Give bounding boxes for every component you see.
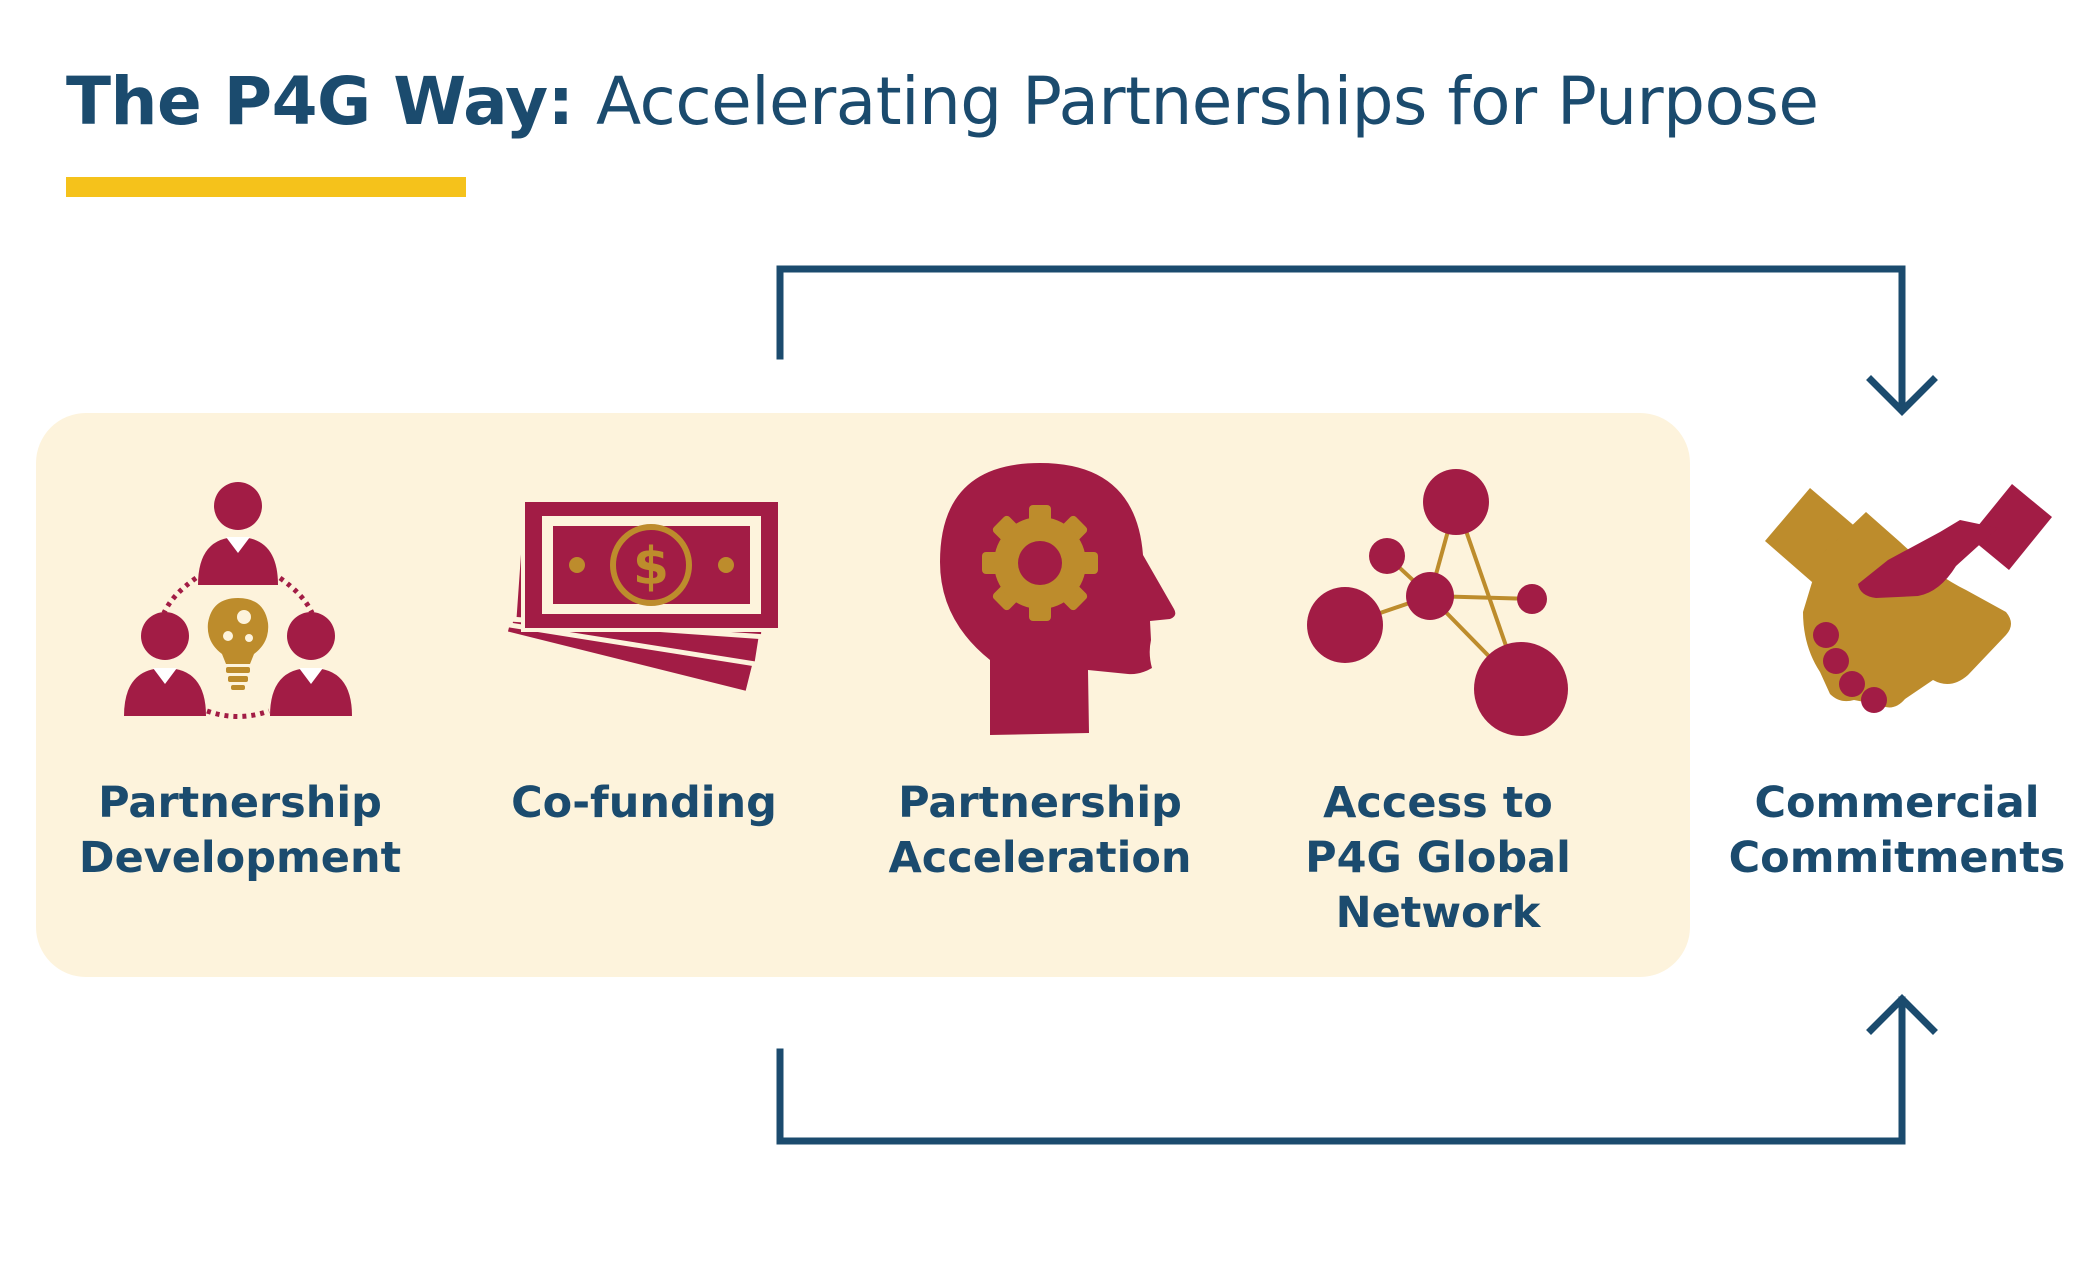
page-title: The P4G Way: Accelerating Partnerships f… [66, 62, 1819, 142]
money-icon: $ [501, 496, 782, 697]
handshake-icon [1765, 484, 2052, 713]
title-bold: The P4G Way: [66, 63, 574, 140]
stage-label-partnership-development: Partnership Development [78, 778, 402, 883]
bottom-flow-arrow [776, 994, 1938, 1145]
network-icon [1307, 469, 1568, 736]
process-panel [36, 413, 1690, 977]
top-flow-arrow [776, 265, 1938, 416]
people-lightbulb-icon [124, 482, 352, 719]
stage-label-partnership-acceleration: Partnership Acceleration [888, 778, 1192, 883]
stage-label-network-access: Access to P4G Global Network [1305, 778, 1571, 938]
title-underline [66, 177, 466, 197]
svg-text:$: $ [633, 537, 669, 597]
stage-label-co-funding: Co-funding [511, 778, 777, 828]
title-regular: Accelerating Partnerships for Purpose [596, 63, 1819, 140]
outcome-label-commercial-commitments: Commercial Commitments [1728, 778, 2066, 883]
head-gear-icon [940, 463, 1176, 735]
